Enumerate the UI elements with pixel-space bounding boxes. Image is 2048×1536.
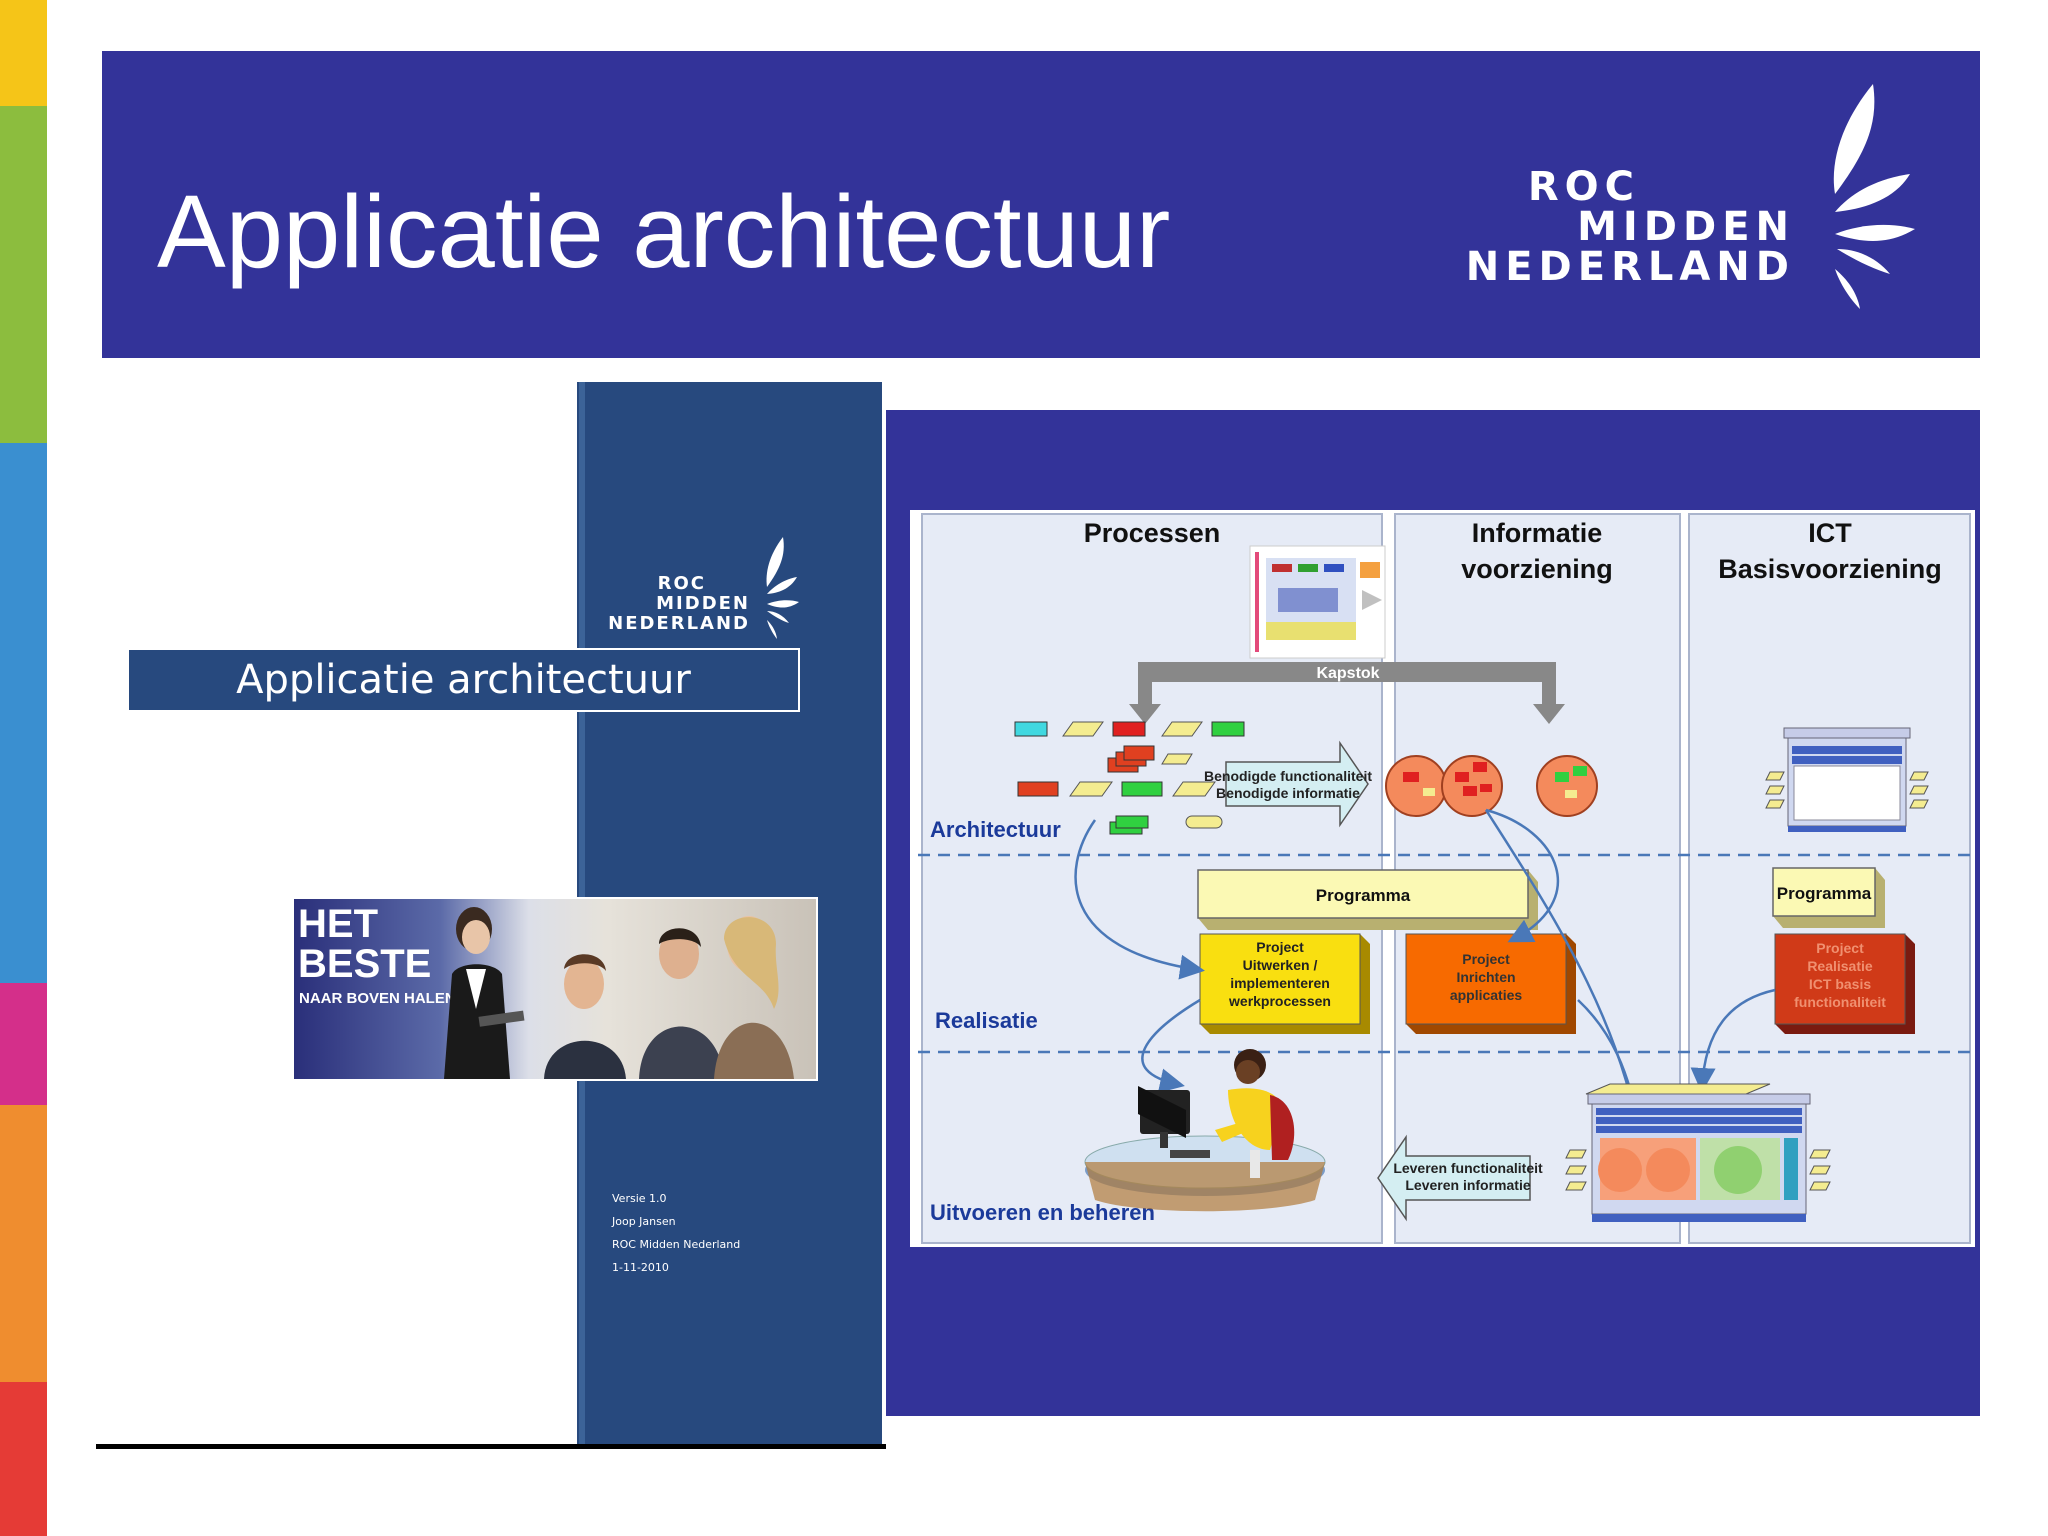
benodigde-arrow [1225, 740, 1369, 828]
stripe-green [0, 106, 47, 443]
header-informatie-1: Informatie [1472, 518, 1603, 548]
stripe-red [0, 1382, 47, 1536]
cover-metadata: Versie 1.0 Joop Jansen ROC Midden Nederl… [612, 1187, 740, 1279]
cover-logo-roc: ROC [657, 573, 706, 594]
integration-platform-icon [1565, 1083, 1831, 1222]
project-inrichten-line-3: applicaties [1450, 987, 1523, 1003]
row-label-architectuur: Architectuur [930, 817, 1061, 842]
document-cover: ROC MIDDEN NEDERLAND Applicatie architec… [96, 382, 886, 1449]
person-at-computer-icon [1084, 1049, 1326, 1212]
programma-bar-left [1197, 869, 1538, 930]
cover-photo: HET BESTE NAAR BOVEN HALEN [292, 897, 818, 1081]
project-uitwerken-line-4: werkprocessen [1228, 993, 1331, 1009]
project-realisatie-line-2: Realisatie [1807, 958, 1873, 974]
project-uitwerken-box [1199, 933, 1370, 1034]
people-illustration-icon [444, 907, 794, 1079]
photo-text-beste: BESTE [298, 942, 432, 986]
application-circles [1385, 755, 1598, 817]
logo-text-roc: ROC [1527, 164, 1640, 210]
stripe-orange [0, 1105, 47, 1382]
project-inrichten-line-1: Project [1462, 951, 1510, 967]
cover-organization: ROC Midden Nederland [612, 1238, 741, 1251]
cover-logo-nederland: NEDERLAND [608, 613, 750, 634]
cover-title: Applicatie architectuur [127, 648, 800, 712]
process-shapes-cluster [1014, 721, 1245, 835]
cover-date: 1-11-2010 [612, 1261, 669, 1274]
kapstok-arrow [1129, 662, 1565, 724]
header-processen: Processen [1084, 518, 1221, 548]
feather-logo-icon [1833, 84, 1915, 309]
programma-right-label: Programma [1777, 884, 1872, 903]
cover-author: Joop Jansen [612, 1215, 676, 1228]
photo-text-naar-boven-halen: NAAR BOVEN HALEN [299, 990, 456, 1007]
cover-feather-icon [766, 537, 799, 639]
cover-bottom-line [96, 1444, 886, 1449]
slide-title: Applicatie architectuur [157, 174, 1171, 289]
leveren-arrow [1377, 1134, 1531, 1222]
cover-roc-logo: ROC MIDDEN NEDERLAND [607, 537, 807, 647]
stripe-blue [0, 443, 47, 983]
project-realisatie-line-3: ICT basis [1809, 976, 1871, 992]
project-inrichten-box [1405, 933, 1576, 1034]
leveren-label-2: Leveren informatie [1405, 1177, 1530, 1193]
stripe-magenta [0, 983, 47, 1105]
logo-text-nederland: NEDERLAND [1465, 244, 1795, 290]
process-map-thumbnail [1249, 545, 1386, 659]
photo-text-het: HET [298, 902, 378, 946]
embedded-slide: Processen Informatie voorziening ICT Bas… [886, 410, 1980, 1416]
ict-architecture-stack [1765, 727, 1929, 832]
kapstok-label: Kapstok [1316, 665, 1379, 682]
programma-bar-right [1772, 867, 1885, 928]
project-realisatie-line-4: functionaliteit [1794, 994, 1886, 1010]
cover-version: Versie 1.0 [612, 1192, 667, 1205]
benodigde-label-2: Benodigde informatie [1216, 785, 1360, 801]
benodigde-label-1: Benodigde functionaliteit [1204, 768, 1372, 784]
project-realisatie-box [1774, 933, 1915, 1034]
cover-logo-midden: MIDDEN [656, 593, 750, 614]
header-informatie-2: voorziening [1461, 554, 1613, 584]
project-uitwerken-line-3: implementeren [1230, 975, 1330, 991]
roc-logo: ROC MIDDEN NEDERLAND [1400, 84, 1920, 320]
project-inrichten-line-2: Inrichten [1456, 969, 1515, 985]
project-realisatie-line-1: Project [1816, 940, 1864, 956]
title-banner: Applicatie architectuur [102, 51, 1980, 358]
logo-text-midden: MIDDEN [1577, 204, 1795, 250]
project-uitwerken-line-1: Project [1256, 939, 1304, 955]
programma-left-label: Programma [1316, 886, 1411, 905]
stripe-yellow [0, 0, 47, 106]
leveren-label-1: Leveren functionaliteit [1393, 1160, 1543, 1176]
project-uitwerken-line-2: Uitwerken / [1243, 957, 1318, 973]
row-label-realisatie: Realisatie [935, 1008, 1038, 1033]
header-ict-1: ICT [1808, 518, 1852, 548]
header-ict-2: Basisvoorziening [1718, 554, 1942, 584]
architecture-diagram: Processen Informatie voorziening ICT Bas… [910, 510, 1975, 1247]
